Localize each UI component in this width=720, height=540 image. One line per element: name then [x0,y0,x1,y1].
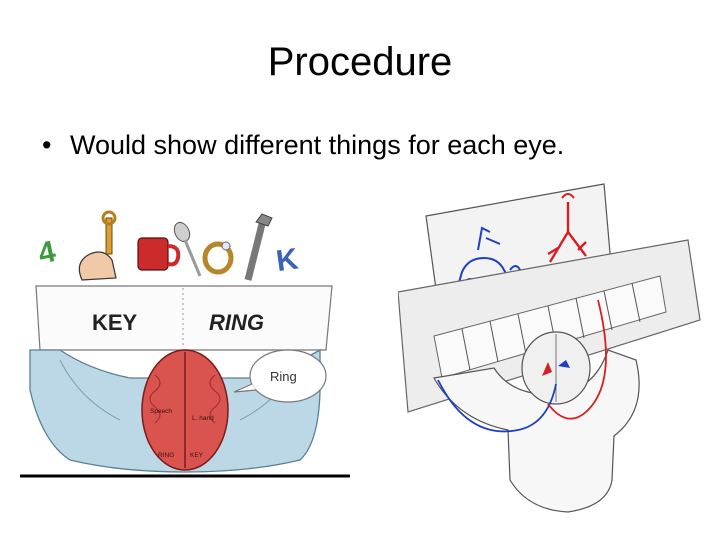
bullet-item: • Would show different things for each e… [42,130,702,161]
brain-left-label: Speech [150,408,172,415]
brain-bottom-right-label: KEY [190,452,204,459]
brain-icon: Speech L. hand RING KEY [141,349,229,471]
split-brain-key-ring-illustration: 4 K KEY RING [20,210,350,478]
hand-holding-key-icon [78,210,117,281]
wrench-icon [244,213,273,281]
spoon-icon [173,221,202,277]
red-tree-drawing [547,193,587,263]
letter-k-icon: K [274,242,300,278]
mug-icon [137,237,181,271]
svg-text:K: K [274,242,300,278]
ring-object-icon [202,241,234,275]
person-top-view [433,331,640,513]
bullet-list: • Would show different things for each e… [42,130,702,161]
key-ring-card: KEY RING [35,285,333,351]
object-number-4-icon: 4 [35,235,58,271]
brain-right-label: L. hand [192,415,214,422]
card-left-word: KEY [92,310,138,335]
bullet-text: Would show different things for each eye… [70,130,565,160]
brain-bottom-left-label: RING [158,452,174,459]
card-right-word: RING [209,310,264,335]
bullet-marker: • [42,130,52,160]
picture-table [398,239,701,413]
speech-bubble-text: Ring [270,369,297,384]
svg-text:4: 4 [35,235,58,271]
speech-bubble: Ring [233,349,327,403]
wiring-lines [437,299,607,433]
slide-title: Procedure [267,40,453,84]
split-brain-drawing-illustration [398,183,701,513]
